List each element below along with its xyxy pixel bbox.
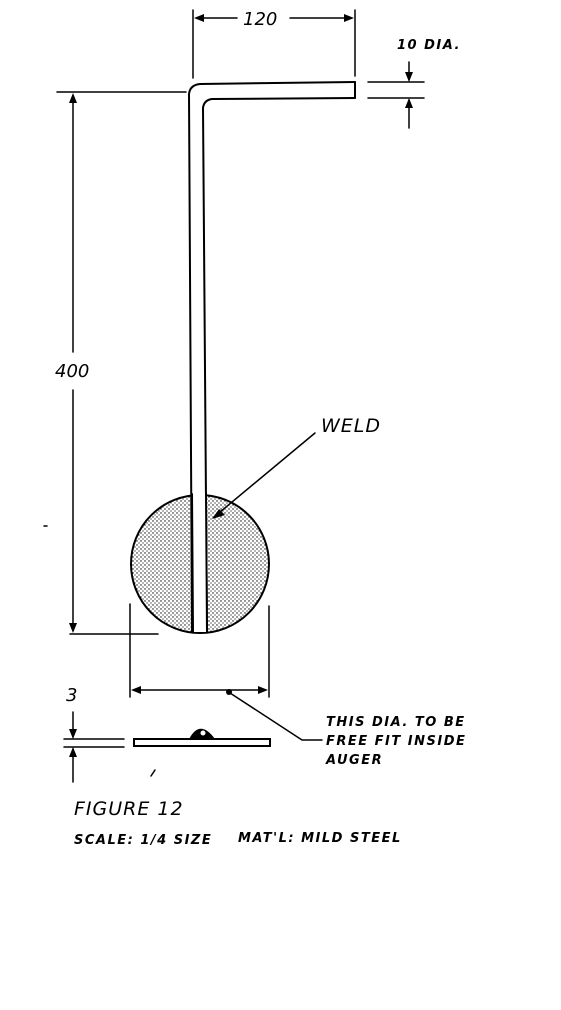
material-note: MAT'L: MILD STEEL (238, 831, 402, 846)
arrowhead-up (405, 98, 413, 108)
arrowhead-left (194, 14, 204, 22)
disc-plan-view (130, 493, 270, 634)
bar-edge-right (205, 493, 208, 633)
dimension-10-dia: 10 DIA. (367, 38, 461, 129)
arrowhead-up (69, 747, 77, 757)
figure-title: FIGURE 12 (74, 798, 184, 820)
weld-label: WELD (321, 415, 381, 437)
fit-note: THIS DIA. TO BE FREE FIT INSIDE AUGER (325, 715, 466, 768)
scale-note: SCALE: 1/4 SIZE (74, 833, 212, 848)
figure-caption: FIGURE 12 SCALE: 1/4 SIZE MAT'L: MILD ST… (74, 798, 402, 848)
arrowhead-bottom (69, 623, 77, 633)
weld-leader-line (219, 432, 316, 513)
dimension-3: 3 (63, 685, 125, 783)
dimension-label-400: 400 (55, 361, 89, 382)
dimension-label-3: 3 (66, 685, 77, 706)
arrowhead-top (69, 93, 77, 103)
dimension-disc-diameter (129, 603, 323, 741)
dimension-label-10-dia: 10 DIA. (397, 38, 461, 53)
arrowhead-left (131, 686, 141, 694)
weld-callout: WELD (212, 415, 381, 519)
note-line-1: THIS DIA. TO BE (326, 715, 466, 730)
arrowhead-down (405, 72, 413, 82)
note-leader-line (229, 692, 323, 741)
arrowhead-right (344, 14, 354, 22)
bar-stub-highlight (200, 730, 206, 736)
bar-edge-left (191, 493, 194, 633)
dimension-label-120: 120 (243, 9, 277, 30)
scan-speck (150, 769, 156, 777)
note-leader-dot (226, 689, 232, 695)
disc-edge (133, 738, 271, 747)
disc-side-view (133, 728, 271, 747)
arrowhead-down (69, 729, 77, 739)
bar-inner-edge (202, 97, 356, 633)
arrowhead-right (258, 686, 268, 694)
dimension-120: 120 (192, 9, 356, 79)
dimension-400: 400 (55, 91, 187, 635)
bar-outer-edge (188, 81, 356, 633)
note-line-3: AUGER (325, 753, 383, 768)
weld-leader-arrowhead (212, 509, 225, 519)
note-line-2: FREE FIT INSIDE (326, 734, 466, 749)
bar-over-disc (193, 494, 206, 632)
